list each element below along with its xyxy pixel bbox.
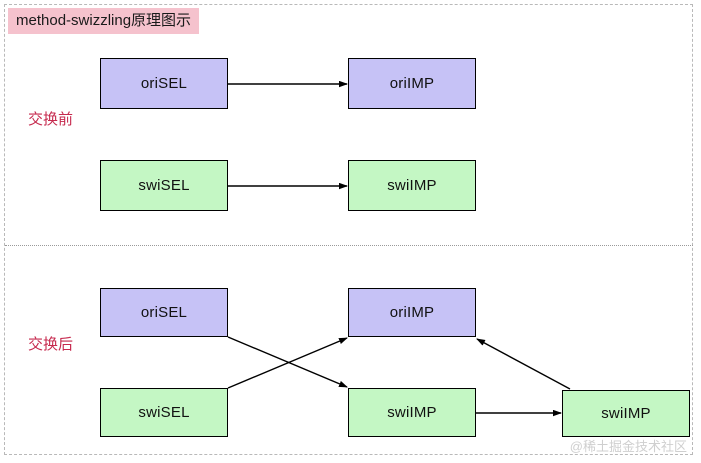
section-label-after: 交换后 [28, 336, 74, 353]
node-after-swiimp-right: swiIMP [562, 390, 690, 437]
node-label: oriIMP [389, 75, 435, 92]
node-after-orisel: oriSEL [100, 288, 228, 337]
node-before-orisel: oriSEL [100, 58, 228, 109]
node-after-orimp: oriIMP [348, 288, 476, 337]
node-label: oriSEL [140, 75, 188, 92]
node-label: swiSEL [138, 177, 190, 194]
node-label: swiSEL [138, 404, 190, 421]
diagram-title: method-swizzling原理图示 [8, 8, 200, 34]
node-label: swiIMP [387, 177, 437, 194]
node-after-swiimp: swiIMP [348, 388, 476, 437]
node-before-orimp: oriIMP [348, 58, 476, 109]
node-label: swiIMP [601, 405, 651, 422]
section-divider [5, 245, 693, 246]
node-label: oriSEL [140, 304, 188, 321]
arrow-after-orisel-to-swiimp [227, 336, 348, 388]
node-before-swiimp: swiIMP [348, 160, 476, 211]
node-before-swisel: swiSEL [100, 160, 228, 211]
arrow-after-swisel-to-orimp [227, 337, 348, 389]
node-after-swisel: swiSEL [100, 388, 228, 437]
arrow-after-swiimp-right-to-orimp [476, 338, 571, 390]
node-label: swiIMP [387, 404, 437, 421]
section-label-before: 交换前 [28, 111, 74, 128]
watermark: @稀土掘金技术社区 [569, 439, 687, 454]
node-label: oriIMP [389, 304, 435, 321]
